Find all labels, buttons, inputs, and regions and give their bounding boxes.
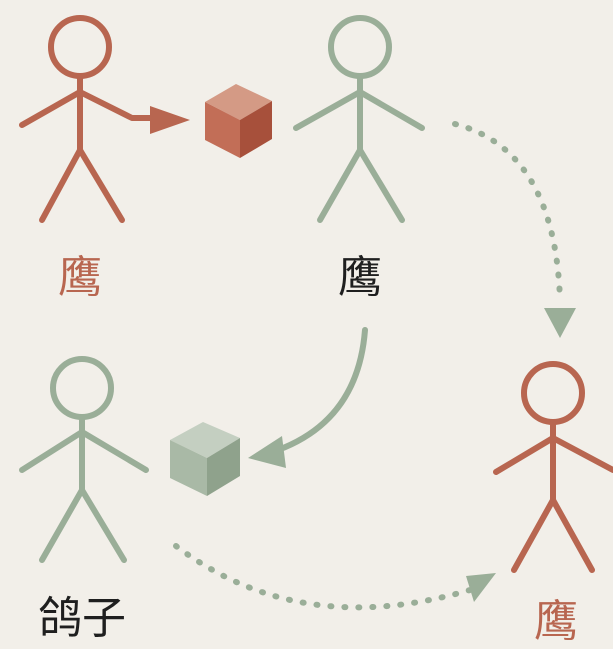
stick-figure-hawk-bottom-right [493, 361, 613, 573]
resource-cube-bottom [170, 422, 240, 496]
arrow-hawk-to-hawk-dotted [452, 121, 563, 303]
stick-figure-hawk-top-middle [293, 15, 425, 223]
arrowhead-hawk-to-resource-bottom [248, 436, 286, 468]
arrowhead-hawk-to-hawk [544, 308, 576, 338]
label-hawk-top-middle: 鹰 [338, 252, 382, 303]
arrowhead-dove-to-hawk [466, 573, 496, 602]
stick-figure-hawk-top-left [19, 15, 155, 223]
arrow-dove-to-hawk-dotted [173, 543, 473, 611]
resource-cube-top [205, 84, 272, 158]
label-hawk-bottom-right: 鹰 [534, 596, 578, 644]
stick-figure-dove-bottom-left [19, 356, 149, 563]
arrow-hawk-to-resource-bottom [275, 327, 368, 453]
label-dove-bottom-left: 鸽子 [38, 593, 126, 644]
label-hawk-top-left: 鹰 [58, 252, 102, 303]
arrowhead-hawk-to-resource [150, 106, 190, 134]
